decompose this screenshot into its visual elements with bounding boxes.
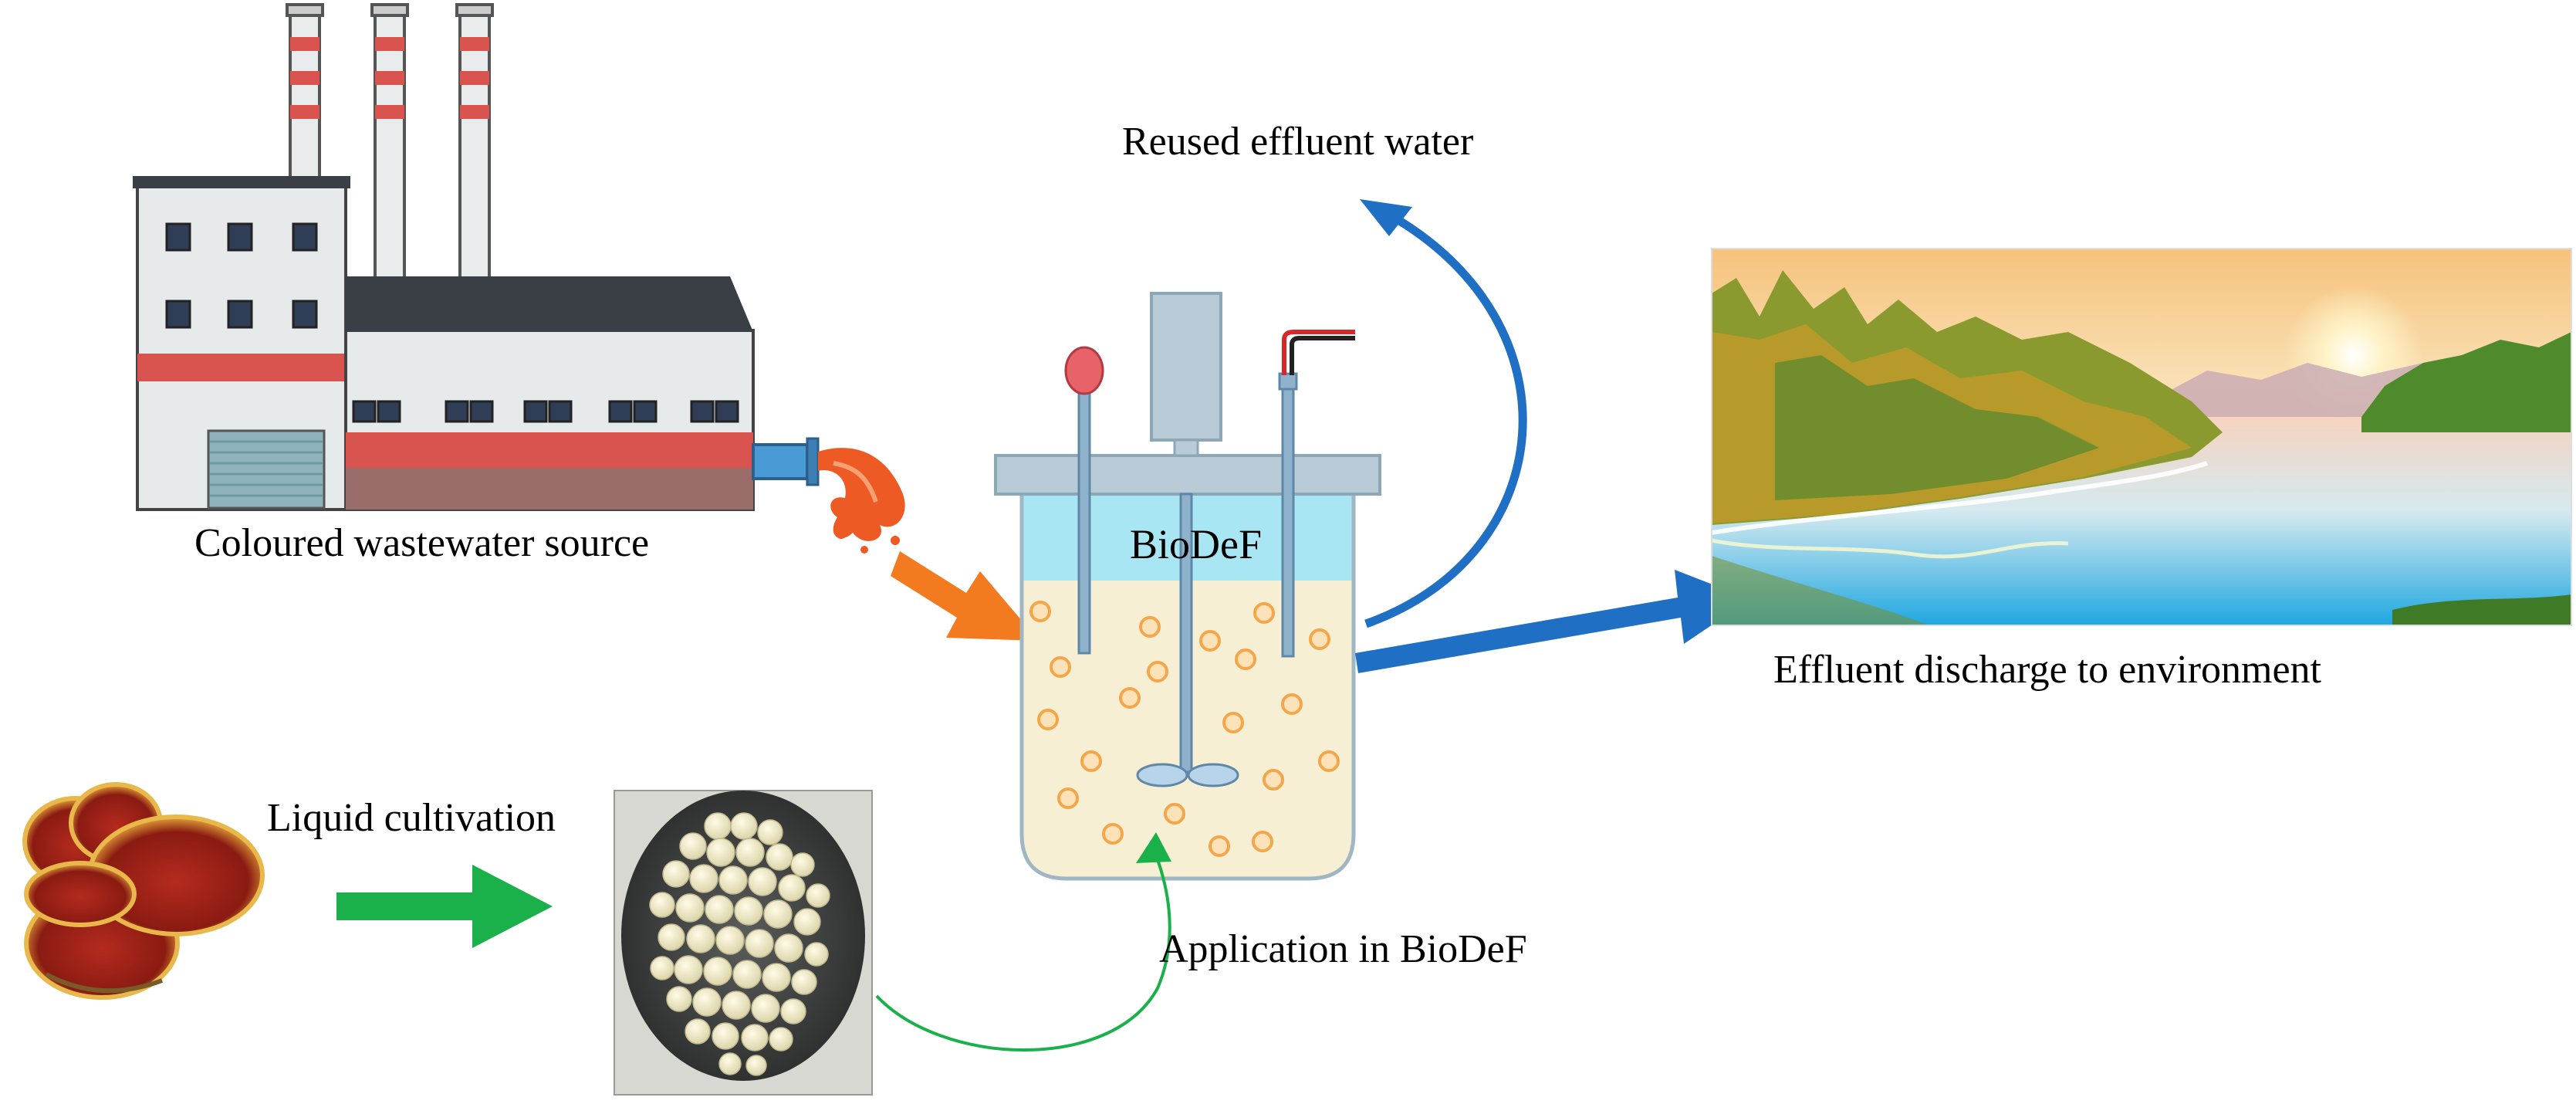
application-label: Application in BioDeF — [1159, 927, 1527, 971]
application-arrowhead — [1136, 832, 1171, 863]
bioreactor-icon — [994, 292, 1381, 881]
pellet-dish-icon — [614, 790, 873, 1096]
cultivation-arrow — [336, 865, 553, 948]
reuse-arrow — [1364, 211, 1527, 628]
application-arrow — [875, 855, 1171, 1052]
reuse-arrowhead — [1360, 199, 1412, 236]
source-label: Coloured wastewater source — [194, 521, 650, 565]
chimney — [370, 3, 409, 281]
wastewater-inflow-arrow — [891, 551, 1039, 641]
factory-icon — [133, 3, 905, 554]
lake-landscape-icon — [1711, 248, 2572, 626]
liquid-cultivation-label: Liquid cultivation — [267, 796, 556, 840]
reactor-label: BioDeF — [1130, 521, 1263, 567]
chimney — [455, 3, 494, 281]
reuse-label: Reused effluent water — [1122, 120, 1474, 164]
discharge-arrow — [1355, 570, 1750, 673]
discharge-label: Effluent discharge to environment — [1773, 648, 2321, 692]
mushroom-icon — [22, 782, 265, 1000]
chimney — [286, 3, 324, 182]
